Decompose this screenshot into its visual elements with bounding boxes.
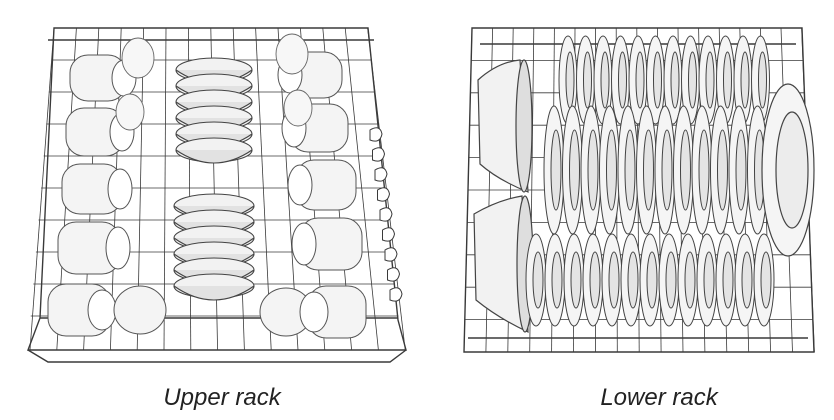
plate-well (703, 251, 715, 309)
tine (374, 167, 388, 182)
wire (29, 27, 55, 351)
tine (379, 207, 393, 222)
cup (57, 221, 131, 275)
tine (372, 147, 386, 162)
tine (387, 267, 401, 282)
plate-well (570, 251, 582, 309)
plate-well (688, 51, 697, 109)
lower-rack-salad-plates-front-row (525, 233, 775, 327)
plate-well (684, 251, 696, 309)
upper-rack-illustration (18, 0, 420, 372)
upper-rack-drawing (26, 27, 407, 363)
upper-rack-cups-left (47, 54, 167, 337)
plate-well (735, 129, 747, 211)
plate-well (717, 129, 728, 211)
serving-bowl (477, 59, 533, 193)
glass (115, 93, 145, 131)
upper-rack-side-tines (369, 127, 403, 302)
plate-well (665, 251, 677, 309)
cup (287, 159, 357, 211)
glass (275, 33, 309, 75)
upper-rack-bowl-stack (173, 57, 255, 301)
cup (69, 54, 137, 102)
lower-rack-illustration (458, 0, 830, 372)
bowl-body (175, 149, 253, 164)
wire (344, 27, 379, 351)
plate-well (583, 51, 592, 109)
plate-well (635, 51, 645, 109)
plate-well (653, 51, 662, 109)
plate-well (740, 51, 750, 109)
plate-well (646, 251, 658, 309)
tine (369, 127, 383, 142)
plate-well (606, 129, 617, 211)
wire (163, 27, 167, 351)
upper-rack-caption: Upper rack (163, 384, 281, 411)
plate-well (551, 251, 563, 309)
plate-well (758, 51, 767, 109)
plate-well (532, 251, 544, 309)
tine (377, 187, 391, 202)
tine (384, 247, 398, 262)
plate-well (705, 51, 715, 109)
glass (283, 89, 313, 127)
cup (61, 163, 133, 215)
lower-rack-dinner-plates-middle-row (543, 105, 768, 235)
plate-well (643, 129, 654, 211)
plate-well (618, 51, 627, 109)
plate-well (565, 51, 575, 109)
cup (291, 217, 363, 271)
plate-well (600, 51, 610, 109)
plate-well (569, 129, 580, 211)
tine (389, 287, 403, 302)
plate-well (760, 251, 772, 309)
plate-well (680, 129, 691, 211)
plate-well (723, 51, 732, 109)
plate-well (587, 129, 599, 211)
plate-well (741, 251, 753, 309)
serving-bowl (473, 195, 534, 333)
plate-well (670, 51, 680, 109)
upper-rack-cups-right (259, 51, 367, 339)
platter (761, 83, 815, 257)
plate-well (627, 251, 639, 309)
bowl-body (173, 285, 255, 301)
cup (259, 285, 367, 339)
lower-rack-caption: Lower rack (600, 384, 718, 411)
plate-well (661, 129, 673, 211)
plate-well (722, 251, 734, 309)
plate-well (698, 129, 710, 211)
lower-rack-drawing (463, 27, 815, 353)
plate-well (608, 251, 620, 309)
plate-well (589, 251, 601, 309)
plate-well (624, 129, 636, 211)
plate-well (550, 129, 562, 211)
glass (121, 37, 155, 79)
lower-rack-serving-bowls (473, 59, 534, 333)
tine (382, 227, 396, 242)
upper-rack-glasses (115, 33, 313, 131)
cup (47, 283, 167, 337)
